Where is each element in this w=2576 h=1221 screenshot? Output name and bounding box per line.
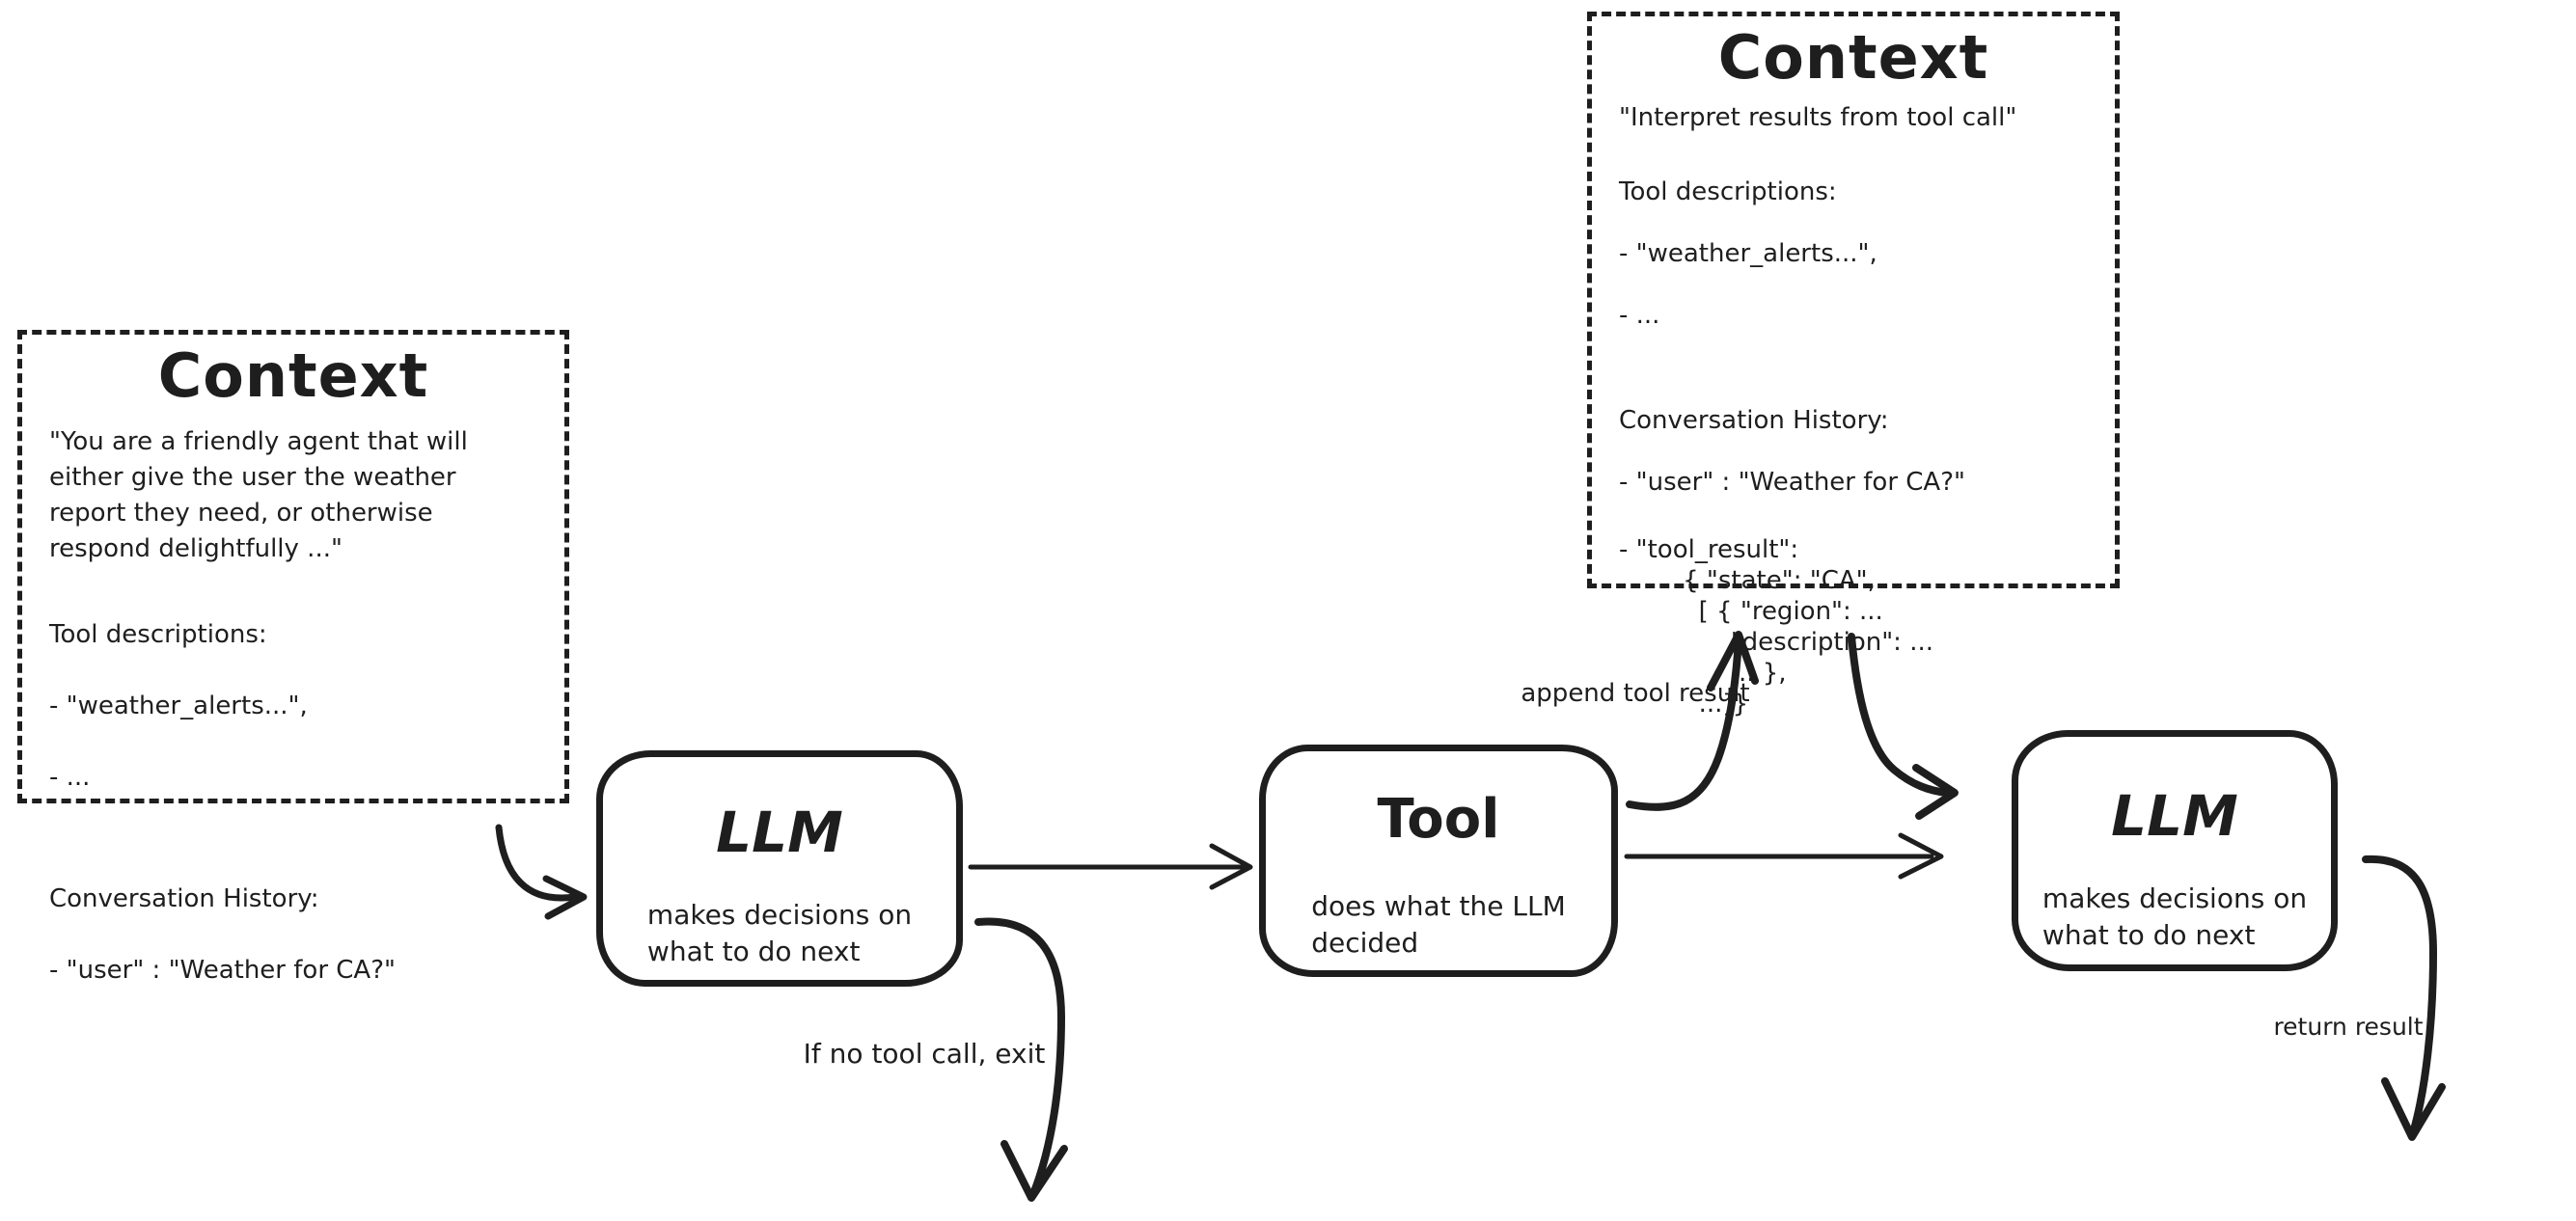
arrow-llm2-return	[2362, 855, 2446, 1141]
label-append-tool-result: append tool result	[1521, 679, 1750, 708]
tool-node: Tool does what the LLM decided	[1259, 745, 1618, 977]
context-body: "Interpret results from tool call" Tool …	[1592, 93, 2115, 719]
history-item: - "user" : "Weather for CA?"	[1619, 468, 1965, 497]
tool-node-title: Tool	[1377, 788, 1500, 851]
context-title: Context	[1717, 22, 1989, 93]
tool-description-item: - "weather_alerts...",	[1619, 239, 1877, 268]
context-title: Context	[157, 340, 429, 411]
arrow-llm1-exit	[974, 917, 1068, 1202]
llm-node-2: LLM makes decisions on what to do next	[2012, 730, 2338, 971]
llm-node-2-subtitle: makes decisions on what to do next	[2042, 882, 2308, 951]
conversation-history-label: Conversation History:	[49, 884, 319, 913]
llm-node-1-title: LLM	[716, 800, 843, 865]
tool-descriptions-label: Tool descriptions:	[49, 620, 267, 649]
conversation-history-section: Conversation History: - "user" : "Weathe…	[49, 846, 541, 1024]
llm-node-2-title: LLM	[2111, 783, 2238, 849]
tool-description-item: - ...	[49, 763, 91, 792]
instruction-text: "Interpret results from tool call"	[1619, 103, 2017, 132]
arrow-context-to-llm2	[1848, 633, 1959, 820]
tool-descriptions-section: Tool descriptions: - "weather_alerts..."…	[49, 582, 541, 831]
tool-descriptions-label: Tool descriptions:	[1619, 177, 1837, 206]
llm-node-1-subtitle: makes decisions on what to do next	[646, 899, 913, 967]
arrow-tool-to-context	[1626, 631, 1759, 811]
arrow-context-to-llm1	[495, 824, 588, 920]
llm-node-1: LLM makes decisions on what to do next	[596, 750, 963, 987]
arrow-tool-to-llm2	[1624, 832, 1944, 880]
context-body: "You are a friendly agent that will eith…	[22, 411, 564, 1024]
conversation-history-section: Conversation History: - "user" : "Weathe…	[1619, 374, 2092, 529]
context-box-initial: Context "You are a friendly agent that w…	[17, 330, 569, 985]
context-box-after-tool: Context "Interpret results from tool cal…	[1587, 12, 2120, 719]
label-return-result: return result	[2273, 1013, 2424, 1041]
arrow-llm1-to-tool	[968, 843, 1253, 890]
tool-result-json: - "tool_result": { "state": "CA", [ { "r…	[1619, 535, 1934, 719]
system-prompt-text: "You are a friendly agent that will eith…	[49, 427, 468, 563]
tool-descriptions-section: Tool descriptions: - "weather_alerts..."…	[1619, 146, 2092, 362]
tool-description-item: - "weather_alerts...",	[49, 692, 308, 720]
label-if-no-tool-call-exit: If no tool call, exit	[803, 1038, 1046, 1070]
tool-node-subtitle: does what the LLM decided	[1311, 890, 1566, 959]
conversation-history-label: Conversation History:	[1619, 406, 1889, 435]
tool-description-item: - ...	[1619, 301, 1660, 330]
history-item: - "user" : "Weather for CA?"	[49, 956, 396, 985]
